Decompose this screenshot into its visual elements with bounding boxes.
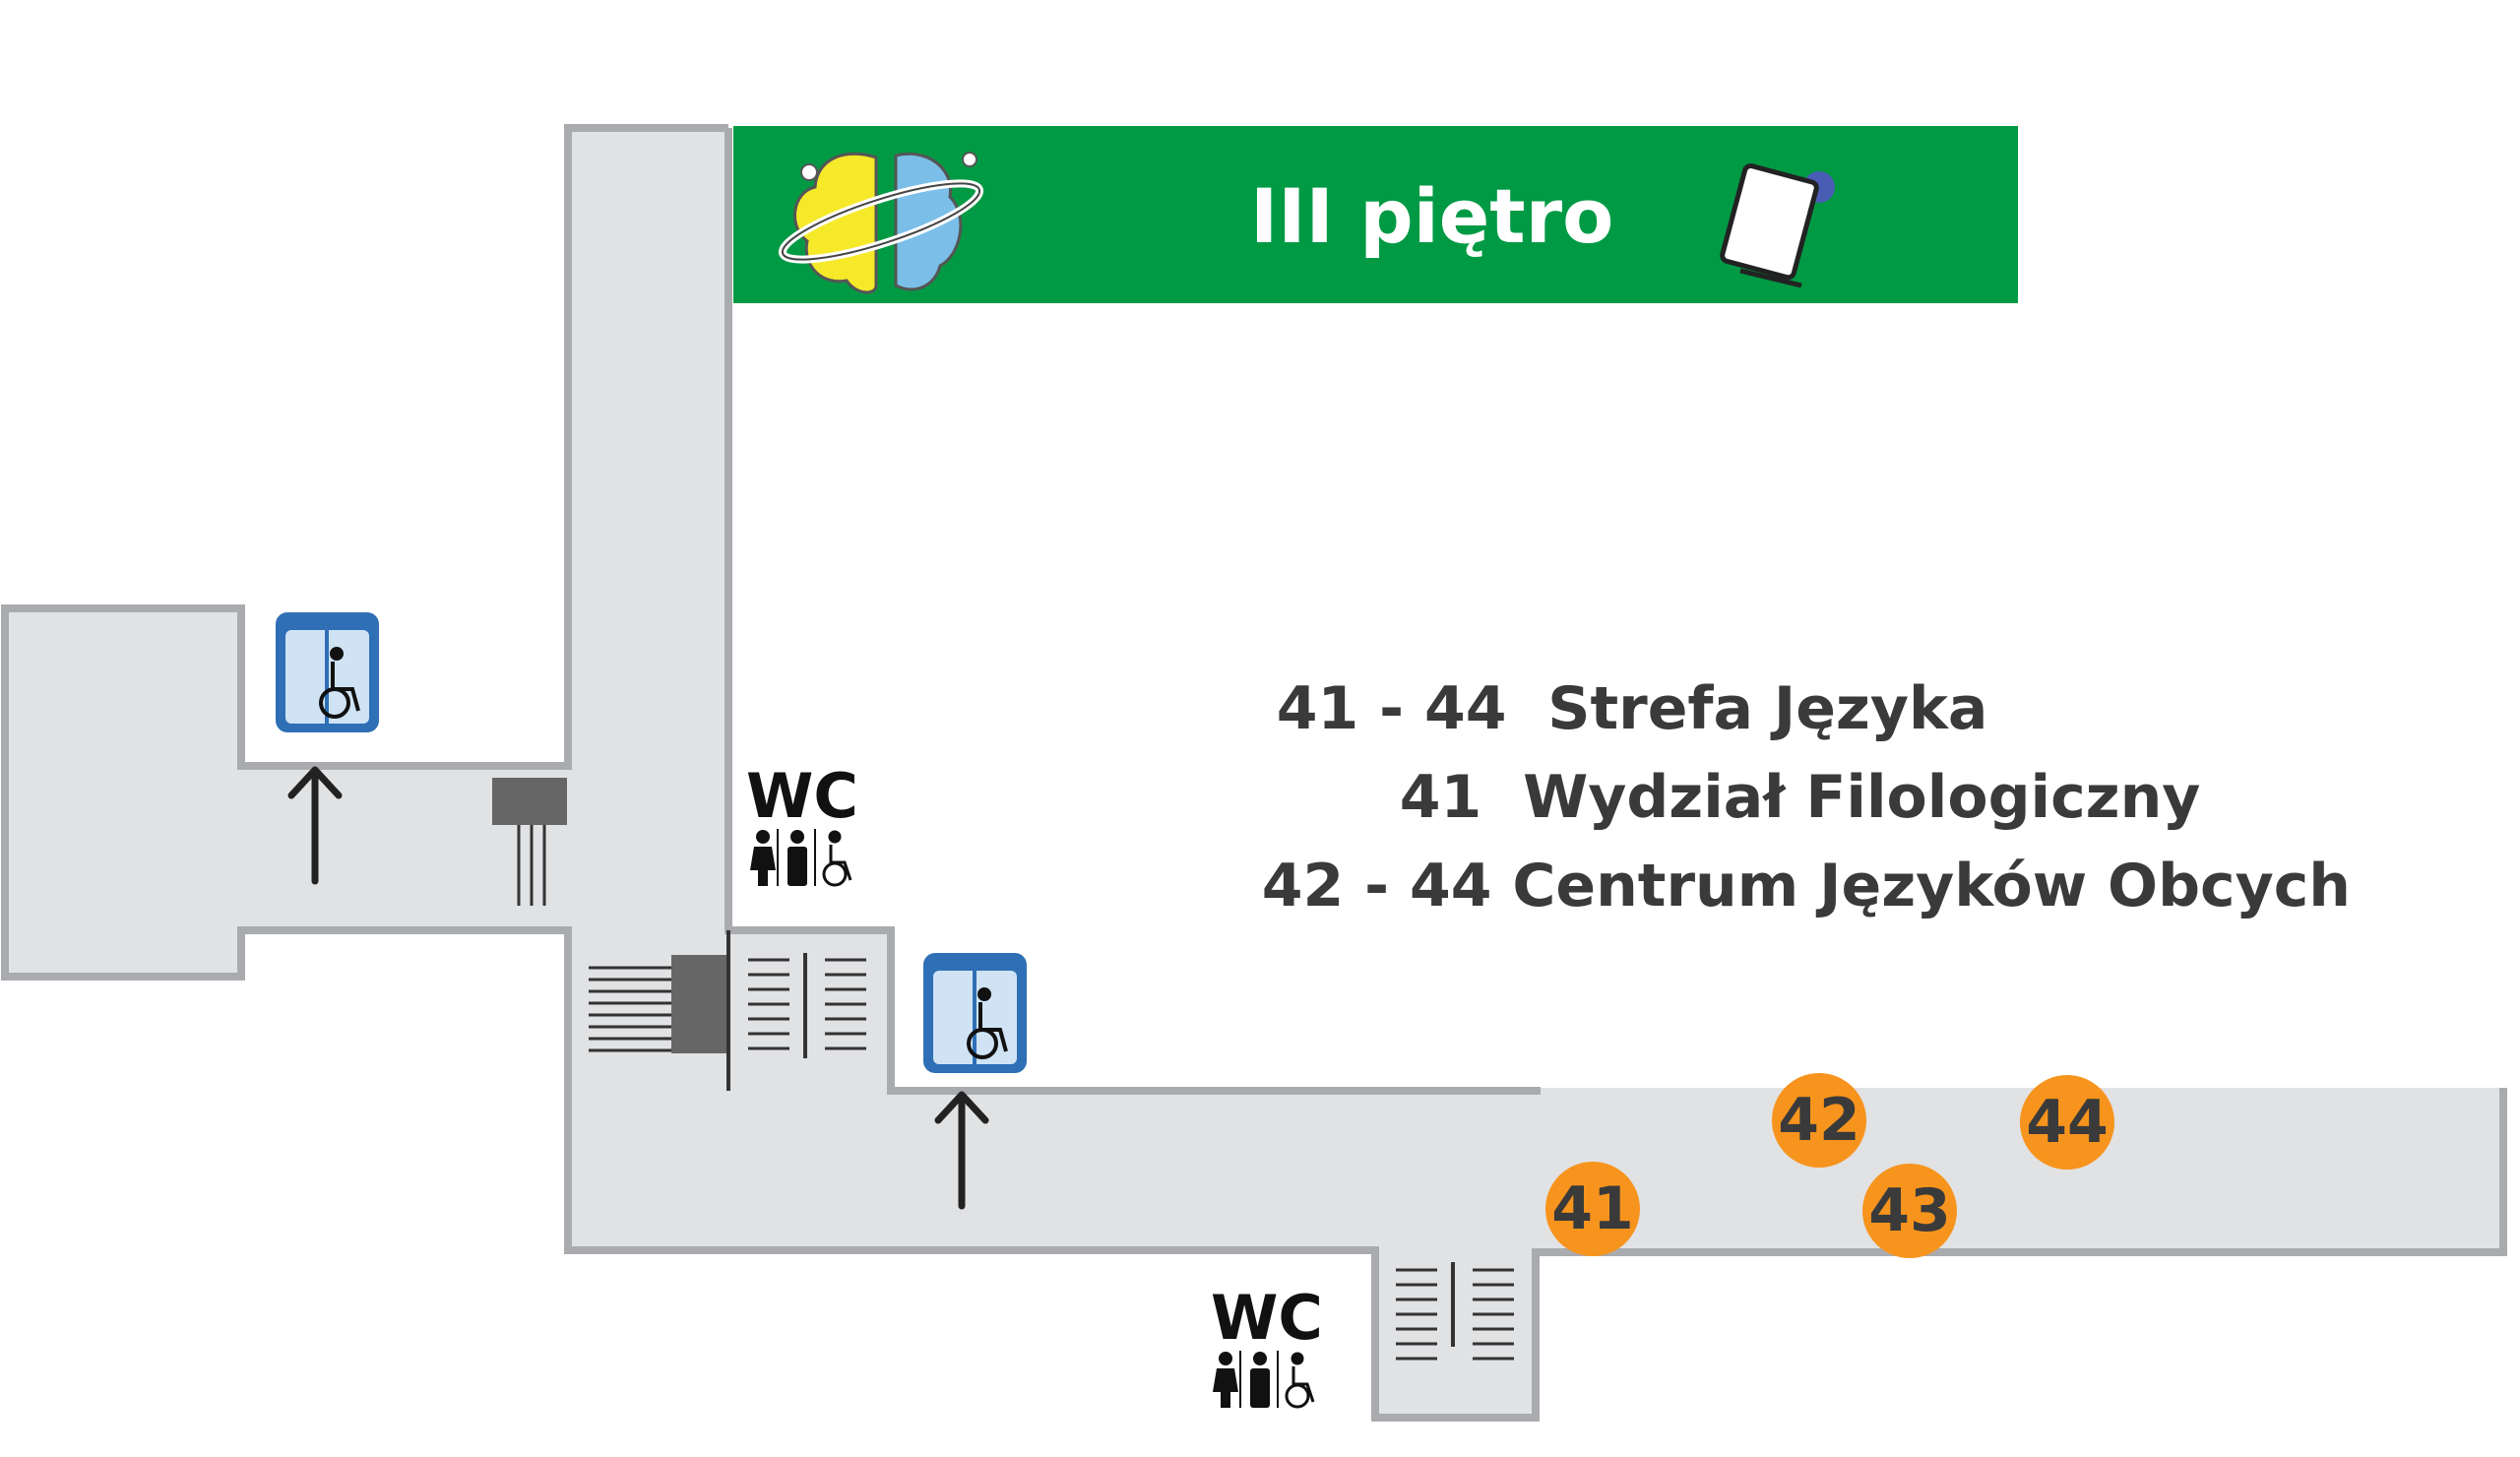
stairs-icon [1396, 1262, 1514, 1361]
page-title: III piętro [1250, 172, 1614, 260]
door-block [671, 955, 726, 1053]
wc-icons-1 [750, 829, 852, 887]
stairs-icon [589, 966, 671, 1052]
wheelchair-icon [822, 830, 852, 887]
accessible-elevator-icon [967, 987, 1008, 1059]
wc-label-1: WC [746, 760, 858, 832]
room-43[interactable]: 43 [1862, 1164, 1957, 1258]
elevator-2[interactable] [923, 953, 1027, 1073]
wall-inner [724, 128, 1541, 1095]
wall-outer [1, 124, 2507, 1422]
wheelchair-icon [1285, 1352, 1315, 1409]
legend-label: Strefa Języka [1547, 674, 1988, 743]
woman-icon [1213, 1352, 1238, 1408]
legend-line-2: 41 Wydział Filologiczny [1358, 694, 2201, 832]
accessible-elevator-icon [319, 647, 360, 719]
legend-range: 42 - 44 [1261, 852, 1492, 920]
stairs-icon [748, 953, 866, 1058]
woman-icon [750, 830, 776, 886]
room-41[interactable]: 41 [1545, 1162, 1640, 1256]
legend-range: 41 [1399, 763, 1482, 832]
man-icon [788, 830, 807, 886]
wc-icons-2 [1213, 1351, 1315, 1409]
wc-label-2: WC [1211, 1282, 1323, 1354]
book-icon [1720, 162, 1835, 288]
arrow-up-icon [287, 766, 343, 885]
elevator-1[interactable] [276, 612, 379, 732]
corridor-floor [5, 128, 2503, 1418]
legend-range: 41 - 44 [1276, 674, 1507, 743]
room-44[interactable]: 44 [2020, 1075, 2114, 1170]
legend-label: Wydział Filologiczny [1523, 763, 2201, 832]
legend-line-3: 42 - 44 Centrum Języków Obcych [1221, 783, 2351, 920]
legend-line-1: 41 - 44 Strefa Języka [1235, 605, 1988, 743]
legend-label: Centrum Języków Obcych [1512, 852, 2351, 920]
room-42[interactable]: 42 [1772, 1073, 1866, 1168]
arrow-up-icon [934, 1091, 989, 1210]
man-icon [1250, 1352, 1270, 1408]
brain-planet-logo-icon [778, 152, 984, 294]
gate-icon [492, 778, 567, 906]
